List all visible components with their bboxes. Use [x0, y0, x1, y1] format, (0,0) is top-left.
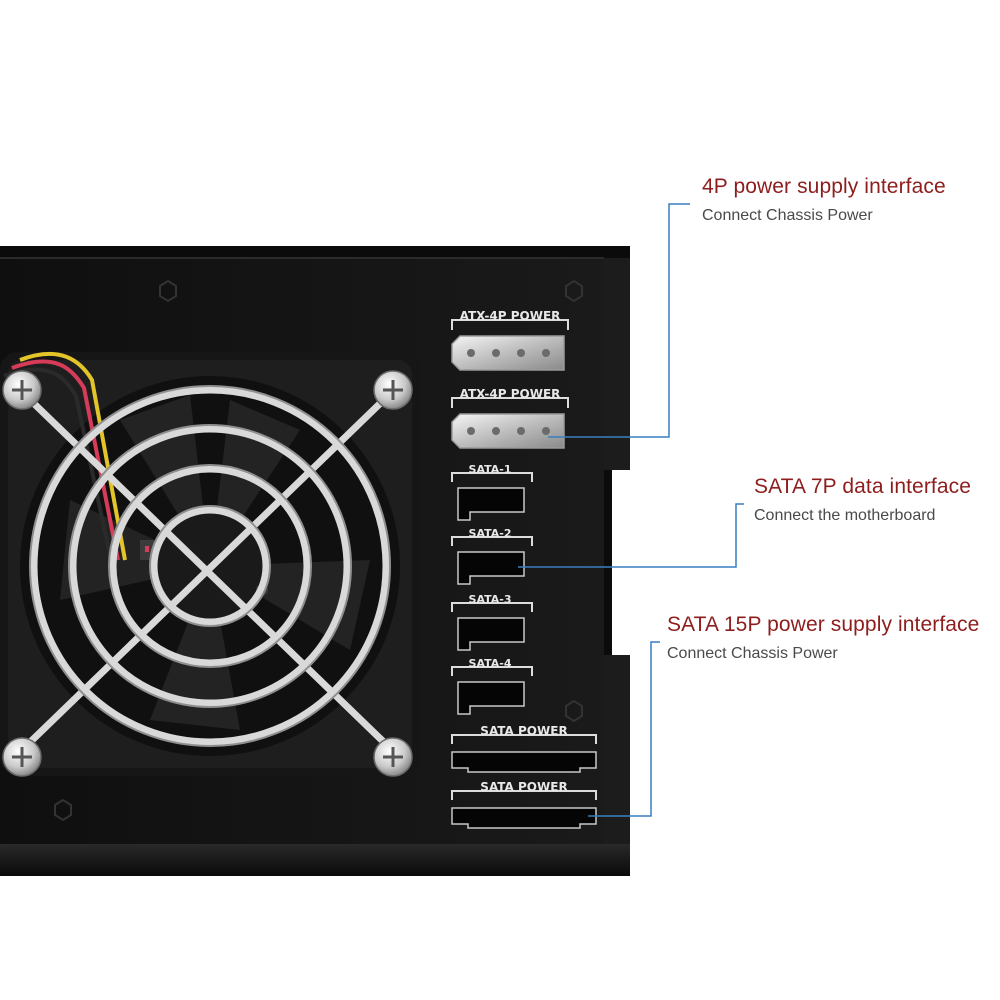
fan-guard: [18, 386, 396, 754]
sata-power-port-1: SATA POWER: [451, 724, 597, 773]
sata-2-label: SATA-2: [469, 527, 512, 540]
sata-1-label: SATA-1: [469, 463, 512, 476]
callout-4p-power: 4P power supply interface Connect Chassi…: [702, 174, 946, 226]
sata-port-1: SATA-1: [451, 463, 533, 521]
callout-sata-15p: SATA 15P power supply interface Connect …: [667, 612, 979, 664]
sata-power-label-1: SATA POWER: [480, 724, 567, 738]
callout-sata7-title: SATA 7P data interface: [754, 475, 971, 498]
atx-4p-label-1: ATX-4P POWER: [460, 309, 561, 323]
fan-screws: [2, 370, 413, 777]
leader-line-sata15: [588, 641, 660, 817]
sata-4-label: SATA-4: [469, 657, 512, 670]
callout-sata-7p: SATA 7P data interface Connect the mothe…: [754, 474, 971, 526]
sata-power-label-2: SATA POWER: [480, 780, 567, 794]
leader-line-sata7: [518, 503, 744, 568]
atx-4p-label-2: ATX-4P POWER: [460, 387, 561, 401]
leader-lines: [518, 203, 744, 817]
atx-4p-connector-1: ATX-4P POWER: [451, 309, 569, 371]
callout-4p-subtitle: Connect Chassis Power: [702, 207, 873, 224]
sata-port-3: SATA-3: [451, 593, 533, 651]
sata-port-2: SATA-2: [451, 527, 533, 585]
sata-power-port-2: SATA POWER: [451, 780, 597, 829]
sata-3-label: SATA-3: [469, 593, 512, 606]
callout-sata7-subtitle: Connect the motherboard: [754, 507, 936, 524]
callout-sata15-subtitle: Connect Chassis Power: [667, 645, 838, 662]
atx-4p-connector-2: ATX-4P POWER: [451, 387, 569, 449]
callout-4p-title: 4P power supply interface: [702, 175, 946, 198]
leader-line-4p: [548, 203, 690, 438]
sata-port-4: SATA-4: [451, 657, 533, 715]
callout-sata15-title: SATA 15P power supply interface: [667, 613, 980, 636]
